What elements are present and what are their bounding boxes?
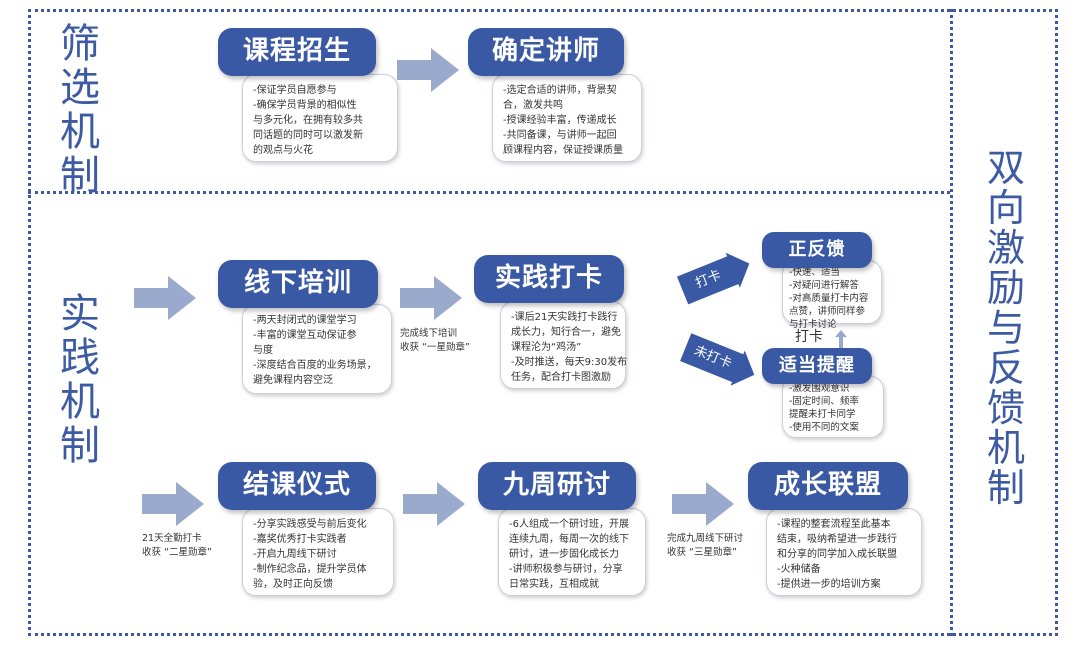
arrow-right-icon <box>400 276 462 320</box>
card-title: 课程招生 <box>218 28 376 76</box>
card-body: -6人组成一个研讨班，开展连续九周，每周一次的线下研讨，进一步固化成长力-讲师积… <box>498 508 646 596</box>
card-title: 线下培训 <box>218 260 378 308</box>
card-body: -选定合适的讲师，背景契合，激发共鸣-授课经验丰富，传递成长-共同备课，与讲师一… <box>492 74 642 162</box>
checkin21-completion-note: 21天全勤打卡收获 “二星勋章” <box>142 533 212 558</box>
card-title: 结课仪式 <box>218 462 376 510</box>
card-select-lecturer: 确定讲师 -选定合适的讲师，背景契合，激发共鸣-授课经验丰富，传递成长-共同备课… <box>468 28 644 163</box>
unchecked-branch-arrow: 未打卡 <box>680 333 760 389</box>
card-body: -激发围观意识-固定时间、频率提醒未打卡同学-使用不同的文案 <box>782 376 884 438</box>
card-positive-feedback: 正反馈 -快速、适当-对疑问进行解答-对高质量打卡内容点赞，讲师同样参与打卡讨论 <box>762 232 882 330</box>
card-body: -快速、适当-对疑问进行解答-对高质量打卡内容点赞，讲师同样参与打卡讨论 <box>782 260 882 330</box>
arrow-up-icon <box>835 330 847 348</box>
card-body: -课程的整套流程至此基本结束，吸纳希望进一步践行和分享的同学加入成长联盟-火种储… <box>766 508 922 596</box>
screening-mechanism-label: 筛选机制 <box>60 21 100 199</box>
arrow-right-icon <box>397 48 459 92</box>
card-closing-ceremony: 结课仪式 -分享实践感受与前后变化-嘉奖优秀打卡实践者-开启九周线下研讨-制作纪… <box>218 462 394 598</box>
outer-frame <box>28 9 1058 636</box>
card-body: -保证学员自愿参与-确保学员背景的相似性与多元化，在拥有较多共同话题的同时可以激… <box>242 74 398 162</box>
incentive-feedback-label: 双向激励与反馈机制 <box>986 146 1025 510</box>
card-body: -分享实践感受与前后变化-嘉奖优秀打卡实践者-开启九周线下研讨-制作纪念品，提升… <box>242 508 394 596</box>
arrow-right-icon <box>403 482 465 526</box>
arrow-right-icon <box>134 276 196 320</box>
offline-completion-note: 完成线下培训收获 “一星勋章” <box>400 328 470 353</box>
card-body: -课后21天实践打卡践行成长力，知行合一，避免课程沦为“鸡汤”-及时推送，每天9… <box>500 301 627 389</box>
right-column-divider <box>950 9 953 636</box>
card-title: 实践打卡 <box>474 255 624 303</box>
section-divider <box>28 191 950 194</box>
card-nine-week-seminar: 九周研讨 -6人组成一个研讨班，开展连续九周，每周一次的线下研讨，进一步固化成长… <box>478 462 646 598</box>
arrow-right-icon <box>142 482 204 526</box>
arrow-right-icon <box>672 482 734 526</box>
card-title: 确定讲师 <box>468 28 624 76</box>
card-body: -两天封闭式的课堂学习-丰富的课堂互动保证参与度-深度结合百度的业务场景，避免课… <box>242 304 392 394</box>
card-course-recruitment: 课程招生 -保证学员自愿参与-确保学员背景的相似性与多元化，在拥有较多共同话题的… <box>218 28 398 163</box>
card-title: 正反馈 <box>762 232 872 268</box>
checked-branch-arrow: 打卡 <box>677 250 755 305</box>
nineweek-completion-note: 完成九周线下研讨收获 “三星勋章” <box>667 533 744 558</box>
card-practice-checkin: 实践打卡 -课后21天实践打卡践行成长力，知行合一，避免课程沦为“鸡汤”-及时推… <box>474 255 627 391</box>
card-offline-training: 线下培训 -两天封闭式的课堂学习-丰富的课堂互动保证参与度-深度结合百度的业务场… <box>218 260 394 396</box>
practice-mechanism-label: 实践机制 <box>60 291 100 469</box>
card-title: 成长联盟 <box>748 462 908 510</box>
card-growth-alliance: 成长联盟 -课程的整套流程至此基本结束，吸纳希望进一步践行和分享的同学加入成长联… <box>748 462 922 598</box>
card-title: 九周研讨 <box>478 462 636 510</box>
card-title: 适当提醒 <box>762 348 872 384</box>
card-proper-reminder: 适当提醒 -激发围观意识-固定时间、频率提醒未打卡同学-使用不同的文案 <box>762 348 884 440</box>
checkin-up-label: 打卡 <box>795 329 823 345</box>
